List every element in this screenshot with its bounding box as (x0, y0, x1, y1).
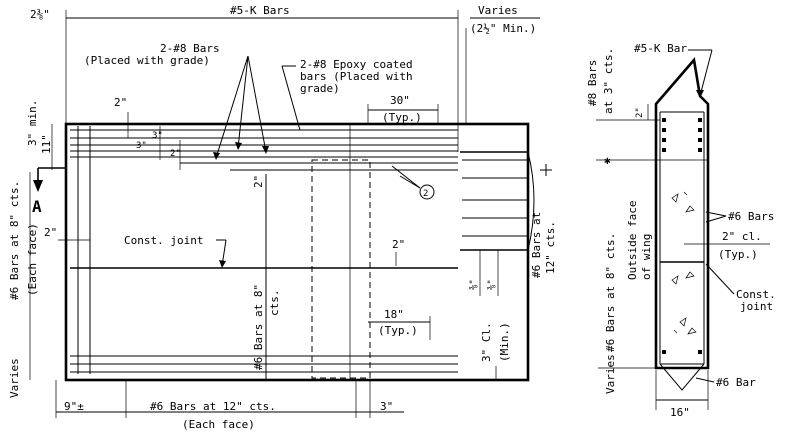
label-mid-bars: #6 Bars at 8" (252, 284, 265, 370)
label-outside-1: Outside face (626, 201, 639, 280)
wing-block (460, 151, 529, 251)
label-section-side-2: at 3" cts. (602, 48, 615, 114)
dim-section-2: 2" (635, 107, 645, 118)
wing-section: #5-K Bar #8 Bars at 3" cts. 2" ✱ #6 Bars… (586, 42, 776, 419)
label-section-cl: 2" cl. (722, 230, 762, 243)
label-typ-18: (Typ.) (378, 324, 418, 337)
top-bars (70, 129, 458, 171)
label-outside-2: of wing (640, 234, 653, 280)
wall-elevation: 2⅜" #5-K Bars Varies (2½" Min.) 2-#8 Bar… (8, 4, 557, 431)
section-bar-dots (662, 118, 702, 354)
label-bottom-bars-1: #6 Bars at 12" cts. (150, 400, 276, 413)
label-top-bars: #5-K Bars (230, 4, 290, 17)
label-right-bars-1: #6 Bars at (530, 212, 543, 278)
label-cl-min: (Min.) (498, 322, 511, 362)
label-left-varies: Varies (8, 358, 21, 398)
label-section-side-1: #8 Bars (586, 60, 599, 106)
label-bottom-bars-2: (Each face) (182, 418, 255, 431)
label-mid-cts: cts. (268, 290, 281, 317)
dim-3min: 3" min. (26, 100, 39, 146)
label-section-typ: (Typ.) (718, 248, 758, 261)
callout-number: 2 (423, 189, 428, 199)
dim-2c: 2" (252, 175, 265, 188)
label-section-top-bar: #5-K Bar (634, 42, 687, 55)
dim-11: 11" (40, 134, 53, 154)
dim-section-16: 16" (670, 406, 690, 419)
label-epoxy-2: bars (Placed with (300, 70, 413, 83)
label-section-const-1: Const. (736, 288, 776, 301)
label-section-bottom-bar: #6 Bar (716, 376, 756, 389)
label-varies-top-min: (2½" Min.) (470, 22, 536, 35)
label-bars-grade-2: (Placed with grade) (84, 54, 210, 67)
dim-18: 18" (384, 308, 404, 321)
dim-2a: 2" (114, 96, 127, 109)
dim-3-8a: ⅜" (469, 279, 479, 290)
dim-3-8b: ⅜" (487, 279, 497, 290)
dim-3a: 3" (136, 141, 147, 151)
dim-2d: 2" (44, 226, 57, 239)
dim-bottom-3: 3" (380, 400, 393, 413)
dim-2b: 2" (170, 149, 181, 159)
label-const-joint: Const. joint (124, 234, 203, 247)
wall-outline (64, 122, 530, 382)
label-left-bars-1: #6 Bars at 8" cts. (8, 181, 21, 300)
label-section-left-bars: #6 Bars at 8" cts. (604, 233, 617, 352)
dim-bottom-9: 9"± (64, 400, 84, 413)
section-outline (654, 57, 710, 370)
section-mark-a: A (32, 197, 42, 216)
label-epoxy-1: 2-#8 Epoxy coated (300, 58, 413, 71)
dim-30: 30" (390, 94, 410, 107)
label-typ-30: (Typ.) (382, 111, 422, 124)
dashed-zone (311, 159, 371, 379)
section-asterisk: ✱ (604, 154, 611, 167)
label-bars-grade-1: 2-#8 Bars (160, 42, 220, 55)
label-varies-top: Varies (478, 4, 518, 17)
label-left-bars-2: (Each face) (26, 223, 39, 296)
callout-circle (419, 184, 435, 200)
label-epoxy-3: grade) (300, 82, 340, 95)
dim-top-left: 2⅜" (30, 8, 50, 21)
label-section-varies: Varies (604, 354, 617, 394)
label-cl-3: 3" Cl. (480, 322, 493, 362)
label-right-bars-2: 12" cts. (544, 221, 557, 274)
dim-2e: 2" (392, 238, 405, 251)
label-section-bars-6: #6 Bars (728, 210, 774, 223)
label-section-const-2: joint (740, 300, 773, 313)
dim-3b: 3" (152, 131, 163, 141)
